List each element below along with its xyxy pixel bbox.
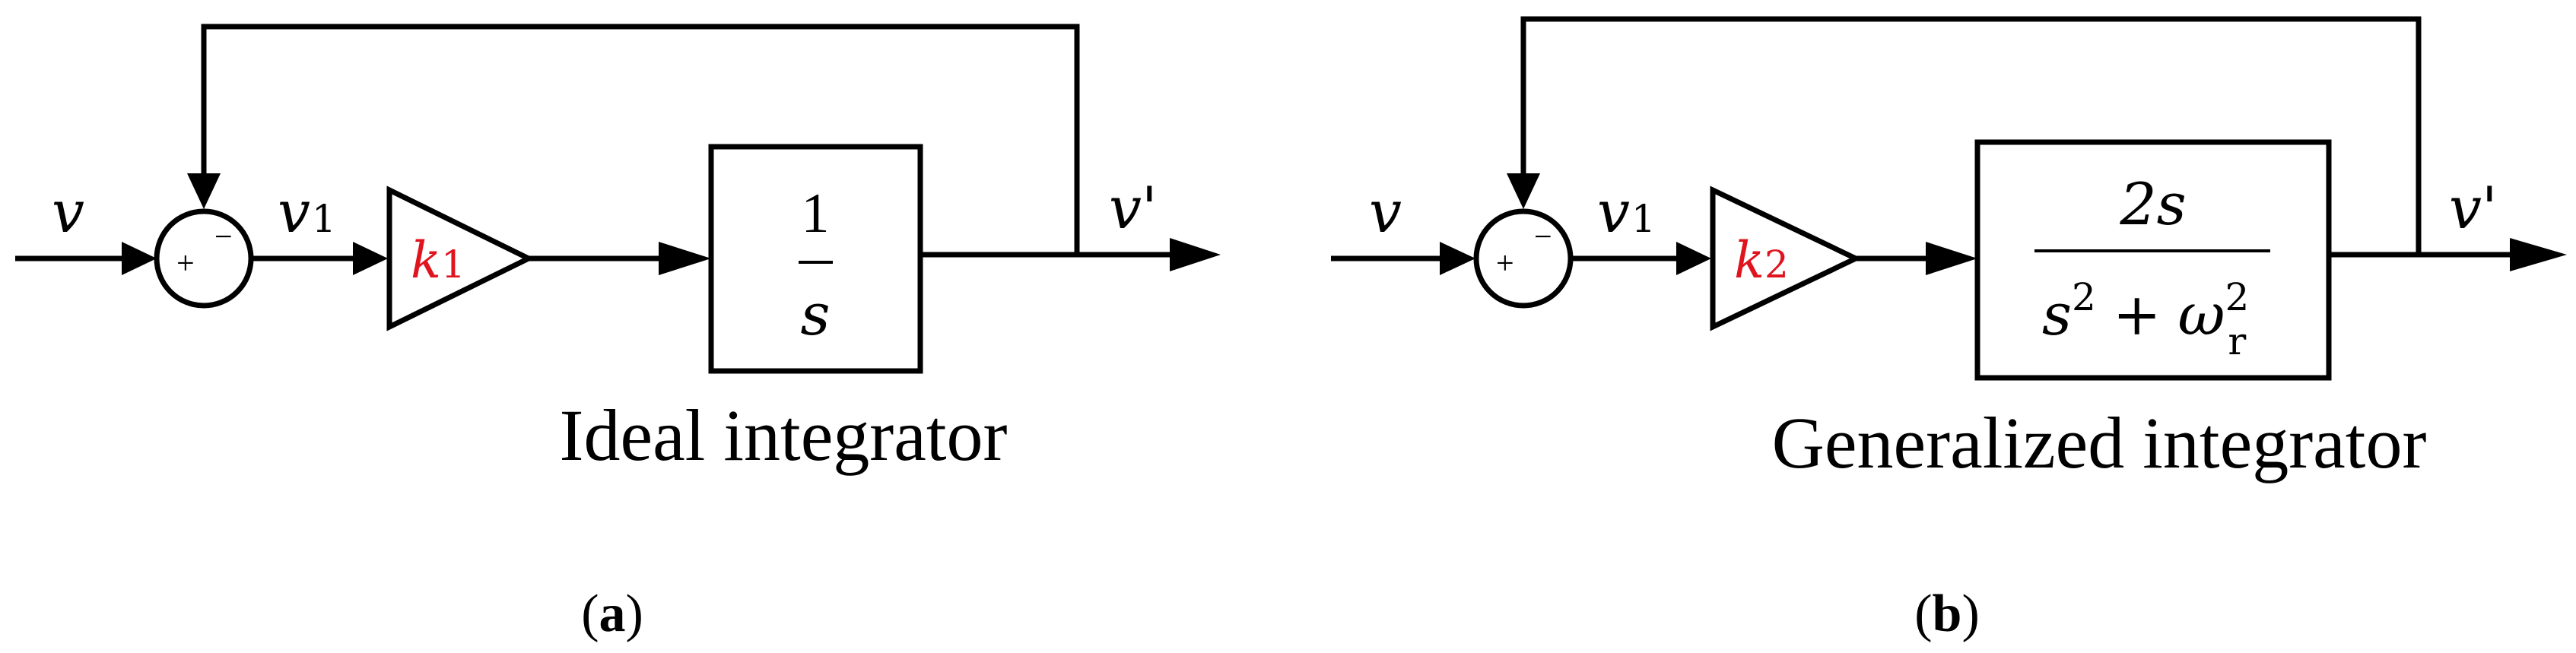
panel-a-input-label: v — [52, 178, 84, 246]
panel-b-error-label: v1 — [1597, 178, 1656, 246]
panel-b-subfigure-label: (b) — [1914, 585, 1980, 643]
panel-a-sum-minus-sign: − — [214, 220, 233, 255]
panel-a-output-arrowhead — [1170, 238, 1221, 271]
panel-b-feedback-arrowhead — [1507, 173, 1540, 209]
panel-a-output-label: v' — [1109, 174, 1158, 242]
panel-b-feedback-line — [1520, 16, 2422, 255]
panel-b-caption: Generalized integrator — [1772, 402, 2427, 483]
panel-a-subfigure-label: (a) — [581, 585, 643, 643]
panel-b-sum-minus-sign: − — [1534, 220, 1552, 255]
panel-a-ideal-integrator: v + − v1 k1 1 s v' Ideal integrator (a) — [15, 24, 1221, 643]
panel-b-sum-plus-sign: + — [1496, 246, 1514, 281]
panel-b-summing-junction — [1473, 208, 1574, 309]
panel-b-gain-output-arrowhead — [1926, 242, 1977, 275]
panel-b-output-arrowhead — [2510, 238, 2567, 271]
panel-a-tf-numerator: 1 — [802, 182, 830, 245]
panel-a-caption: Ideal integrator — [559, 395, 1007, 476]
panel-b-gain-triangle — [1710, 185, 1863, 331]
panel-a-feedback-line — [201, 24, 1080, 255]
panel-b-transfer-function-block — [1974, 139, 2332, 381]
panel-b-error-arrowhead — [1676, 242, 1711, 275]
panel-a-feedback-arrowhead — [187, 173, 221, 209]
panel-a-gain-triangle — [386, 185, 535, 331]
panel-a-gain-output-arrowhead — [659, 242, 711, 275]
panel-a-sum-plus-sign: + — [176, 246, 195, 281]
panel-b-input-arrowhead — [1440, 242, 1475, 275]
panel-a-input-arrowhead — [122, 242, 157, 275]
panel-a-gain-label: k1 — [411, 231, 465, 290]
panel-b-gain-label: k2 — [1734, 231, 1789, 290]
panel-a-error-label: v1 — [278, 178, 336, 246]
panel-b-output-label: v' — [2449, 174, 2498, 242]
panel-a-tf-denominator: s — [800, 281, 830, 348]
panel-a-error-arrowhead — [353, 242, 388, 275]
panel-b-tf-numerator: 2s — [2119, 170, 2186, 238]
panel-a-summing-junction — [154, 208, 254, 309]
panel-b-input-label: v — [1369, 178, 1402, 246]
panel-a-transfer-function-block — [708, 144, 923, 374]
